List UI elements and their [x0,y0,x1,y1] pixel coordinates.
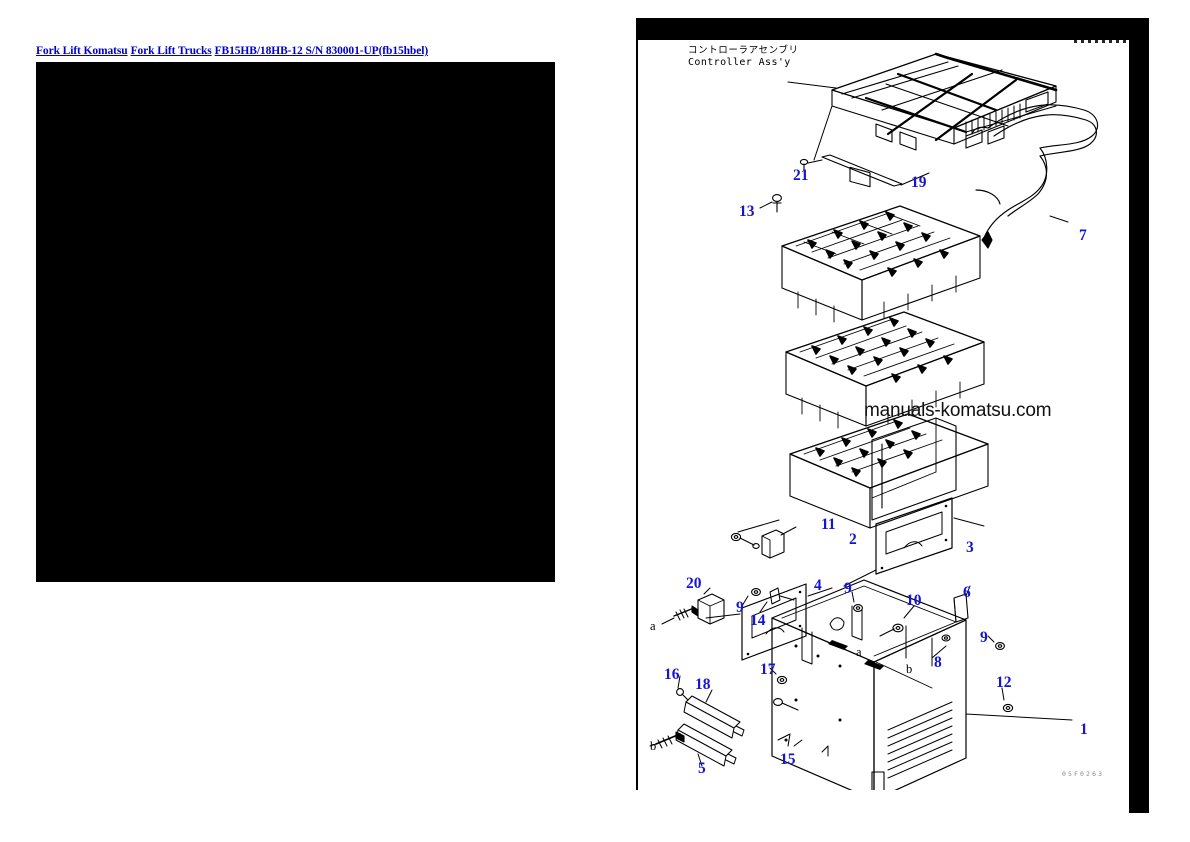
exploded-parts-drawing [649,52,1099,790]
breadcrumb-link-model[interactable]: FB15HB/18HB-12 S/N 830001-UP(fb15hbel) [214,45,429,57]
left-panel: Fork Lift Komatsu Fork Lift Trucks FB15H… [36,45,555,582]
sheet-code: 05F0263 [1062,770,1105,778]
scan-dot-row [1074,40,1129,43]
breadcrumb-link-subcategory[interactable]: Fork Lift Trucks [130,45,212,57]
part-12-washer [1002,703,1014,713]
callout-13: 13 [739,203,755,220]
callout-11: 11 [821,516,836,533]
battery-module-1 [781,205,981,323]
part-16-pin [676,688,689,701]
part-5-handle [675,723,737,767]
part-13-screw [772,194,782,213]
marker-b: b [650,739,657,753]
breadcrumb: Fork Lift Komatsu Fork Lift Trucks FB15H… [36,45,428,58]
breadcrumb-link-category[interactable]: Fork Lift Komatsu [36,45,128,57]
callout-19: 19 [911,174,927,191]
callout-14: 14 [750,612,766,629]
part-2-bracket [761,529,785,559]
callout-9: 9 [736,599,744,616]
marker-a: a [650,619,656,633]
parts-diagram-panel[interactable]: コントローラアセンブリ Controller Ass'y manuals-kom… [614,18,1159,813]
callout-2: 2 [849,531,857,548]
part-18-handle [683,695,745,739]
sheet-border-left [636,40,638,790]
assembly-caption-japanese: コントローラアセンブリ [688,45,799,56]
battery-module-3 [789,413,989,529]
marker-a: a [856,645,862,659]
part-4-cover [741,583,807,661]
part-3-panel [875,497,953,575]
part-9-washers [751,588,1005,650]
callout-6: 6 [963,584,971,601]
part-21-screw [799,158,809,171]
callout-4: 4 [814,577,822,594]
part-17-bolts [773,675,799,711]
watermark: manuals-komatsu.com [864,400,1052,421]
part-6-tab [953,593,969,623]
callout-7: 7 [1079,227,1087,244]
callout-1: 1 [1080,721,1088,738]
scan-edge-right [1129,18,1149,813]
callout-20: 20 [686,575,702,592]
callout-8: 8 [934,654,942,671]
part-20-bracket [673,593,725,625]
callout-9: 9 [980,629,988,646]
part-11-washer [730,532,760,549]
controller-assembly-illustration [831,52,1058,188]
part-10-washer [879,623,904,637]
main-housing [771,579,967,790]
callout-17: 17 [760,661,776,678]
callout-21: 21 [793,167,809,184]
assembly-caption: コントローラアセンブリ Controller Ass'y [688,45,799,68]
battery-module-2 [785,311,985,429]
marker-b: b [906,662,913,676]
callout-18: 18 [695,676,711,693]
scan-edge-top [636,18,1148,40]
diagram-sheet: コントローラアセンブリ Controller Ass'y manuals-kom… [614,18,1159,813]
assembly-direction-arrows [828,640,885,790]
callout-16: 16 [664,666,680,683]
callout-5: 5 [698,760,706,777]
callout-12: 12 [996,674,1012,691]
part-19-bar [821,154,903,187]
thumbnail-preview[interactable] [36,62,555,582]
part-15-foot [777,733,829,757]
assembly-caption-english: Controller Ass'y [688,56,791,68]
part-7-harness [971,104,1099,249]
callout-9: 9 [844,580,852,597]
callout-10: 10 [906,592,922,609]
callout-3: 3 [966,539,974,556]
part-14-bolt [769,587,795,605]
callout-15: 15 [780,751,796,768]
